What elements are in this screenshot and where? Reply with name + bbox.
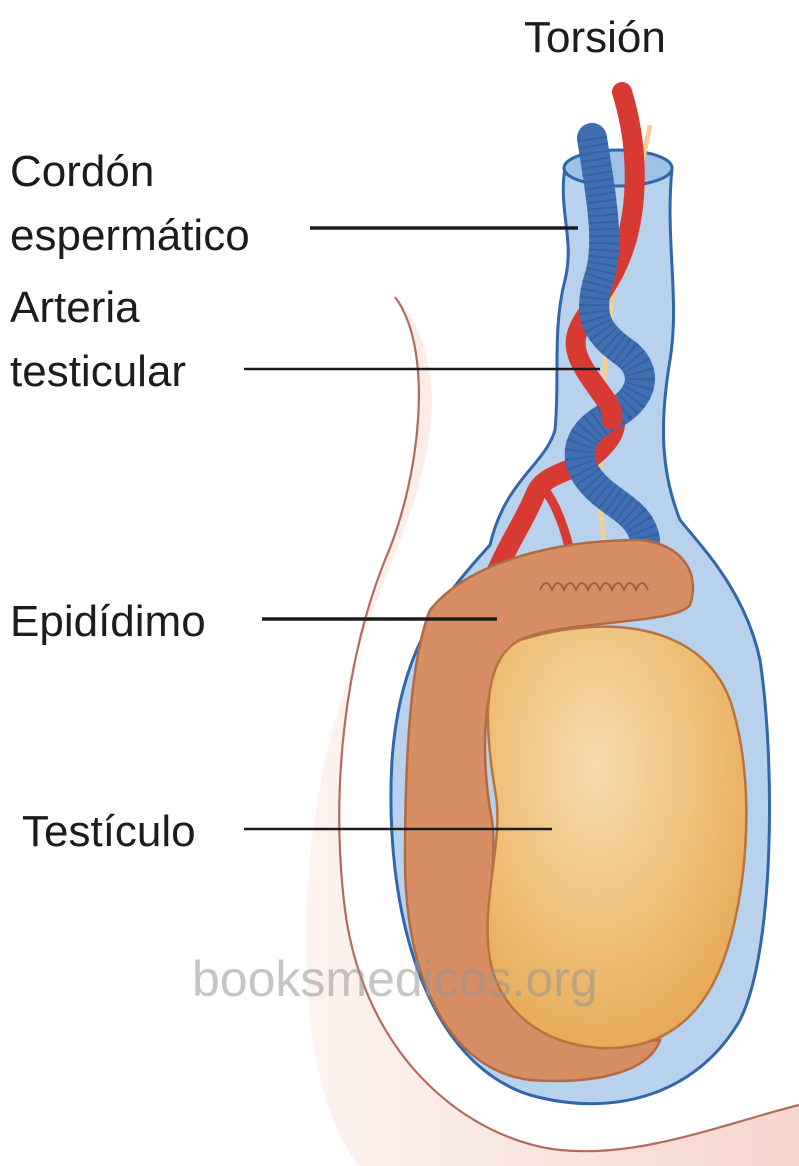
label-spermatic-cord-line1: Cordón [10,140,250,204]
label-epididymis: Epidídimo [10,590,206,654]
watermark: booksmedicos.org [192,944,598,1014]
label-testicular-artery-line2: testicular [10,340,186,404]
label-spermatic-cord: Cordón espermático [10,140,250,268]
title-torsion: Torsión [524,6,666,70]
label-testis: Testículo [22,800,196,864]
label-spermatic-cord-line2: espermático [10,204,250,268]
label-testicular-artery-line1: Arteria [10,276,186,340]
label-testicular-artery: Arteria testicular [10,276,186,404]
